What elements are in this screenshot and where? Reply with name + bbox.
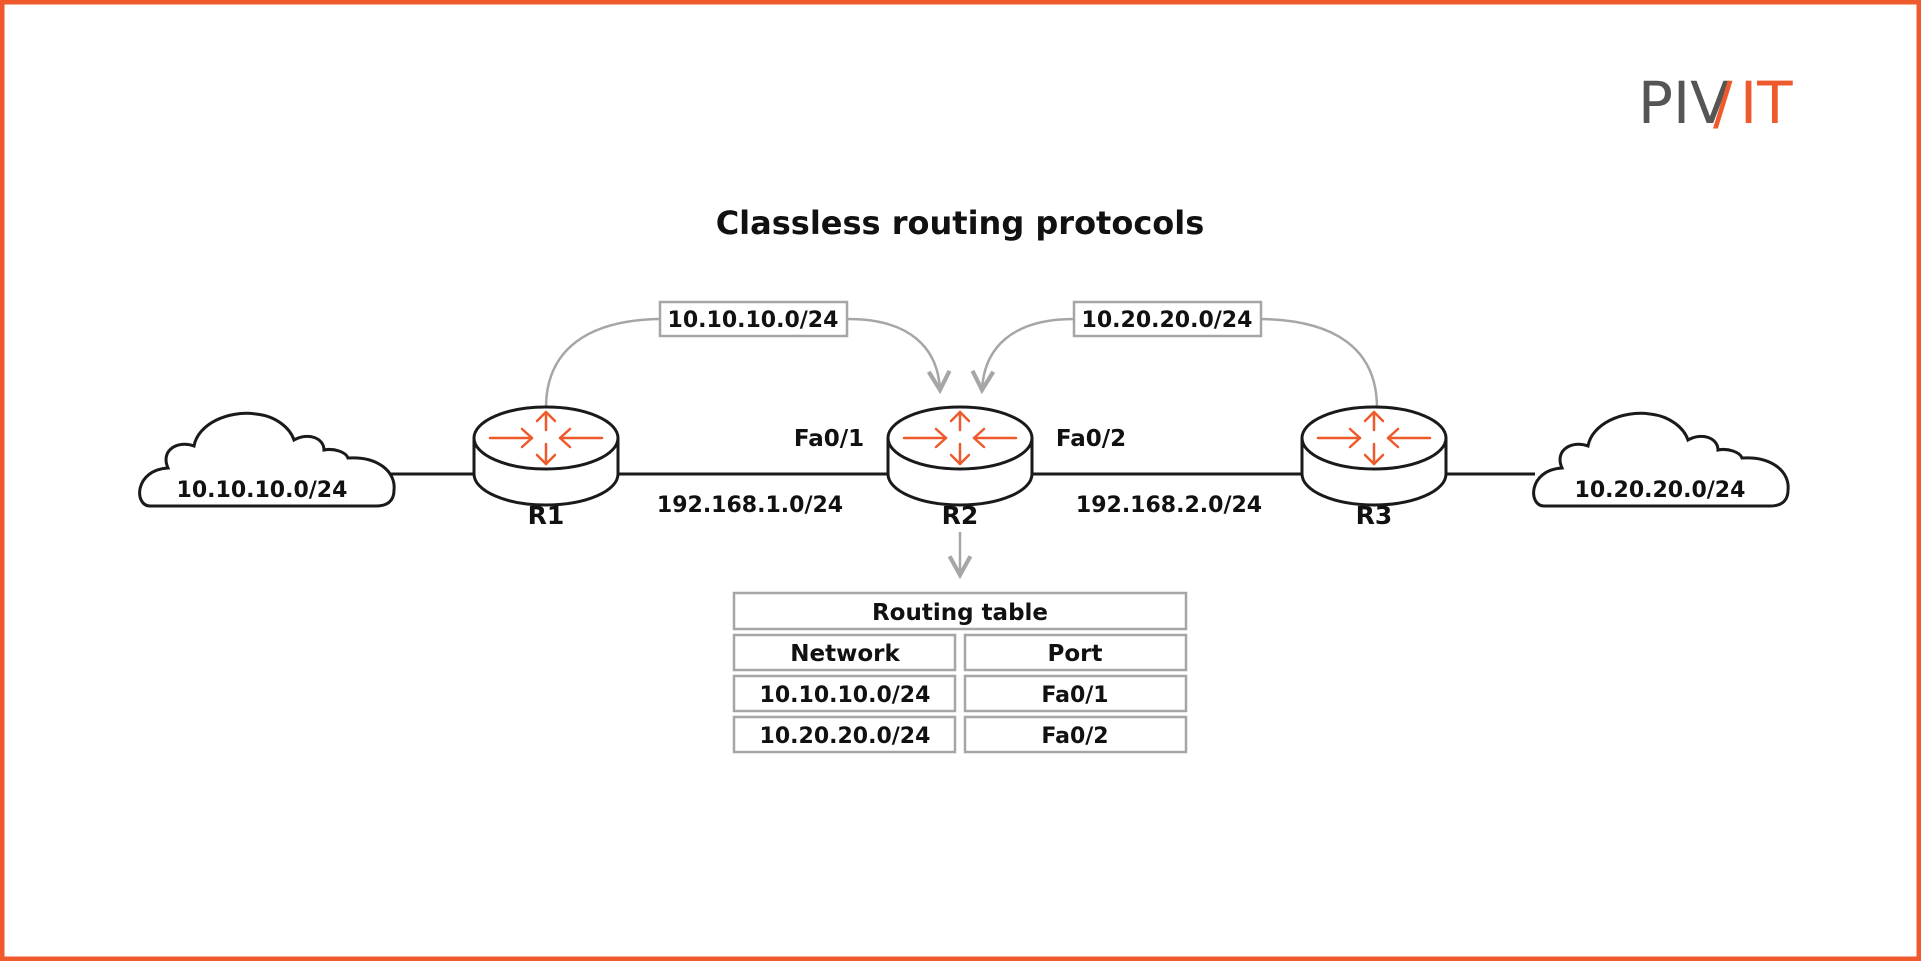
router-r3-label: R3: [1356, 501, 1393, 530]
routing-table-title: Routing table: [872, 600, 1048, 626]
adv-box-r3: 10.20.20.0/24: [1072, 300, 1263, 338]
router-icon: [472, 405, 620, 507]
adv-arc-r3-left: [982, 317, 1075, 390]
interface-fa0-1: Fa0/1: [794, 426, 864, 452]
adv-box-r1: 10.10.10.0/24: [658, 300, 849, 338]
router-r2: [886, 405, 1034, 507]
column-header-port: Port: [1048, 641, 1103, 667]
router-r1: [472, 405, 620, 507]
link-r1-r2-network: 192.168.1.0/24: [657, 493, 843, 518]
routing-table-title-cell: [732, 591, 1188, 631]
router-r1-label: R1: [528, 501, 565, 530]
logo-text-right: IT: [1740, 69, 1793, 137]
table-cell: [963, 674, 1188, 713]
adv-label-r1: 10.10.10.0/24: [668, 308, 839, 333]
adv-arc-r3-right: [1259, 317, 1379, 409]
header-cell-port: [963, 633, 1188, 672]
adv-label-r3: 10.20.20.0/24: [1082, 308, 1253, 333]
diagram-title: Classless routing protocols: [716, 204, 1205, 242]
interface-fa0-2: Fa0/2: [1056, 426, 1126, 452]
table-cell: [732, 674, 957, 713]
pivit-logo: PIV / IT: [1638, 69, 1793, 137]
row-2-port: Fa0/2: [1041, 724, 1108, 749]
header-cell-network: [732, 633, 957, 672]
router-r2-label: R2: [942, 501, 979, 530]
adv-arc-r1-left: [544, 317, 661, 409]
router-icon: [886, 405, 1034, 507]
link-r2-r3-network: 192.168.2.0/24: [1076, 493, 1262, 518]
logo-mark: /: [1713, 69, 1733, 137]
cloud-right-network: 10.20.20.0/24: [1575, 478, 1746, 503]
routing-table: Routing table Network Port 10.10.10.0/24…: [732, 591, 1188, 754]
column-header-network: Network: [790, 641, 900, 667]
advertisement-arrows: [544, 317, 1379, 575]
row-2-network: 10.20.20.0/24: [760, 724, 931, 749]
adv-arc-r1-right: [847, 317, 940, 390]
table-cell: [732, 715, 957, 754]
table-cell: [963, 715, 1188, 754]
router-icon: [1300, 405, 1448, 507]
row-1-port: Fa0/1: [1041, 683, 1108, 708]
logo-text-left: PIV: [1638, 69, 1730, 137]
router-r3: [1300, 405, 1448, 507]
row-1-network: 10.10.10.0/24: [760, 683, 931, 708]
cloud-left-network: 10.10.10.0/24: [177, 478, 348, 503]
